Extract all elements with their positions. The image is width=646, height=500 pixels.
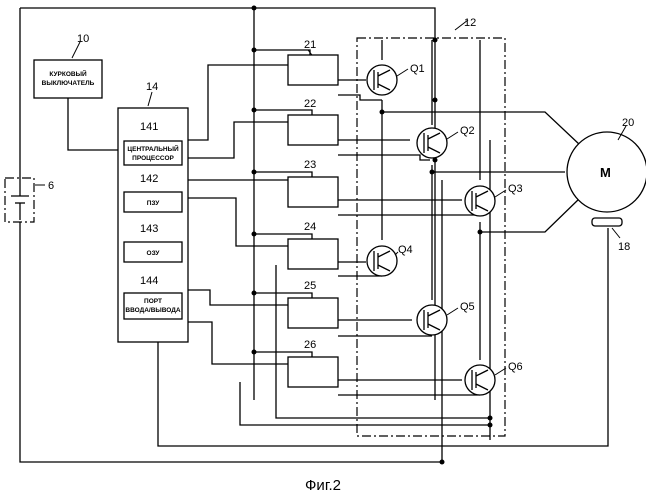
svg-text:26: 26 xyxy=(304,339,316,351)
trigger-switch-ref: 10 xyxy=(77,33,89,45)
battery: 6 xyxy=(5,178,54,222)
svg-text:M: M xyxy=(600,165,611,180)
svg-text:Q1: Q1 xyxy=(410,63,425,75)
transistor-q2 xyxy=(417,128,447,158)
transistor-q6 xyxy=(465,365,495,395)
sensor-body xyxy=(592,218,622,226)
figure-caption: Фиг.2 xyxy=(305,477,341,494)
sensor-ref: 18 xyxy=(618,241,630,253)
svg-text:21: 21 xyxy=(304,39,316,51)
svg-text:Q2: Q2 xyxy=(460,125,475,137)
driver-25 xyxy=(288,298,338,328)
battery-ref: 6 xyxy=(48,180,54,192)
driver-23 xyxy=(288,177,338,207)
motor-ref: 20 xyxy=(622,117,634,129)
svg-text:23: 23 xyxy=(304,159,316,171)
svg-text:ВВОДА/ВЫВОДА: ВВОДА/ВЫВОДА xyxy=(125,307,181,314)
svg-text:143: 143 xyxy=(140,223,158,235)
driver-24 xyxy=(288,239,338,269)
svg-text:ПОРТ: ПОРТ xyxy=(144,298,162,305)
svg-text:КУРКОВЫЙ: КУРКОВЫЙ xyxy=(49,69,87,78)
svg-text:24: 24 xyxy=(304,221,316,233)
transistor-q5 xyxy=(417,305,447,335)
controller-ref: 14 xyxy=(146,81,158,93)
inverter-ref: 12 xyxy=(464,17,476,29)
transistor-q1 xyxy=(367,65,397,95)
svg-text:ВЫКЛЮЧАТЕЛЬ: ВЫКЛЮЧАТЕЛЬ xyxy=(42,80,95,87)
svg-text:ЦЕНТРАЛЬНЫЙ: ЦЕНТРАЛЬНЫЙ xyxy=(127,144,179,153)
svg-text:ПЗУ: ПЗУ xyxy=(147,200,160,207)
transistor-q3 xyxy=(465,186,495,216)
svg-text:ОЗУ: ОЗУ xyxy=(147,250,161,257)
drivers: 21 22 23 24 25 26 xyxy=(254,39,338,387)
driver-21 xyxy=(288,55,338,85)
driver-22 xyxy=(288,115,338,145)
svg-text:Q6: Q6 xyxy=(508,361,523,373)
controller: 14 141 ЦЕНТРАЛЬНЫЙ ПРОЦЕССОР 142 ПЗУ 143… xyxy=(118,81,188,342)
trigger-switch: КУРКОВЫЙ ВЫКЛЮЧАТЕЛЬ 10 xyxy=(34,33,118,150)
driver-26 xyxy=(288,357,338,387)
svg-text:22: 22 xyxy=(304,98,316,110)
svg-text:Q4: Q4 xyxy=(398,244,413,256)
svg-text:142: 142 xyxy=(140,173,158,185)
transistor-q4 xyxy=(367,246,397,276)
svg-text:Q5: Q5 xyxy=(460,301,475,313)
svg-text:25: 25 xyxy=(304,280,316,292)
transistors: Q1 Q2 Q3 Q4 Q5 Q6 xyxy=(367,63,523,395)
svg-text:141: 141 xyxy=(140,121,158,133)
svg-text:ПРОЦЕССОР: ПРОЦЕССОР xyxy=(132,155,174,162)
driver-output-lines xyxy=(240,80,490,425)
sensor: 18 xyxy=(592,218,630,253)
motor: M 20 xyxy=(567,117,646,212)
svg-text:144: 144 xyxy=(140,275,158,287)
io-block xyxy=(124,293,182,319)
svg-text:Q3: Q3 xyxy=(508,183,523,195)
